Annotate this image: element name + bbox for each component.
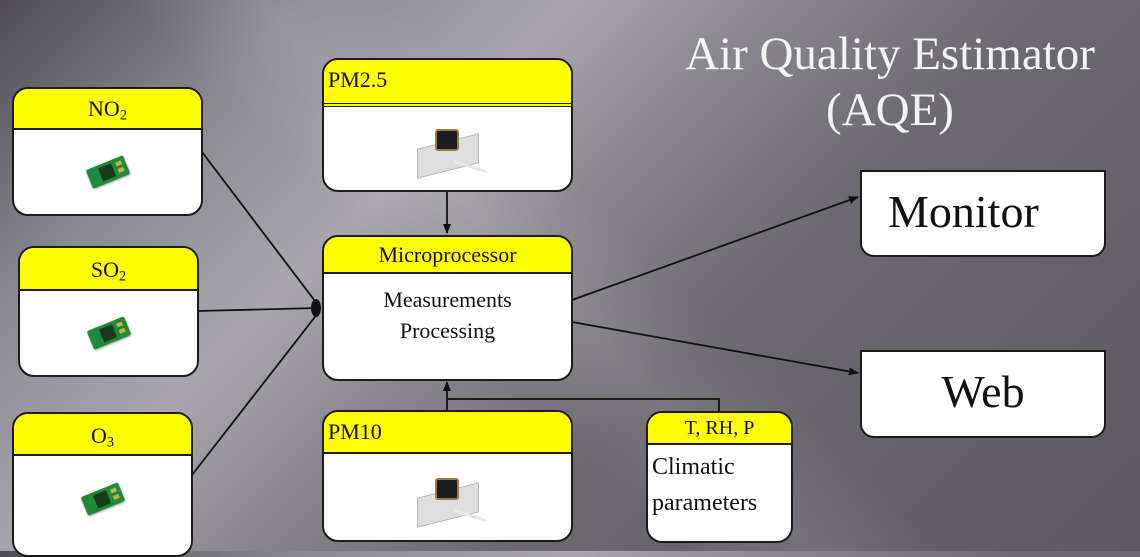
processor-line-2: Processing xyxy=(399,318,496,343)
particulate-sensor-icon xyxy=(413,476,487,528)
gas-sensor-board-icon xyxy=(80,482,125,516)
pm25-sensor-body xyxy=(324,107,571,190)
so2-sensor-header: SO2 xyxy=(20,248,197,291)
monitor-label: Monitor xyxy=(888,186,1039,237)
diagram-title: Air Quality Estimator (AQE) xyxy=(660,26,1120,138)
o3-label-subscript: 3 xyxy=(106,434,115,451)
so2-label-subscript: 2 xyxy=(118,268,127,285)
connector-processor-web xyxy=(571,321,859,376)
title-line-2: (AQE) xyxy=(826,84,954,136)
processor-line-1: Measurements xyxy=(383,287,512,312)
climatic-sensor-body: Climatic parameters xyxy=(648,445,791,541)
pm10-sensor-body xyxy=(324,454,571,540)
connector-so2-processor xyxy=(197,307,319,312)
web-output-box: Web xyxy=(860,350,1106,438)
o3-label: O xyxy=(90,423,107,448)
pm10-label: PM10 xyxy=(328,419,382,444)
climatic-description-line-1: Climatic xyxy=(652,454,735,480)
connector-o3-processor xyxy=(191,312,319,476)
merge-arrowhead xyxy=(311,299,321,317)
pm10-sensor-header: PM10 xyxy=(324,412,571,454)
gas-sensor-board-icon xyxy=(86,316,131,350)
connector-processor-monitor xyxy=(571,196,859,301)
connector-no2-processor xyxy=(201,151,319,306)
pm10-sensor-box: PM10 xyxy=(322,410,573,542)
o3-sensor-header: O3 xyxy=(14,414,191,456)
o3-sensor-box: O3 xyxy=(12,412,193,557)
o3-sensor-body xyxy=(14,456,191,542)
so2-sensor-box: SO2 xyxy=(18,246,199,377)
no2-sensor-header: NO2 xyxy=(14,89,201,130)
no2-label: NO xyxy=(88,96,120,121)
so2-sensor-body xyxy=(20,291,197,375)
climatic-label: T, RH, P xyxy=(684,417,755,439)
particulate-sensor-icon xyxy=(413,127,487,179)
climatic-sensor-header: T, RH, P xyxy=(648,413,791,445)
pm25-label: PM2.5 xyxy=(328,67,388,92)
web-label: Web xyxy=(941,366,1025,417)
microprocessor-body: Measurements Processing xyxy=(324,274,571,379)
so2-label: SO xyxy=(90,257,119,282)
gas-sensor-board-icon xyxy=(85,155,130,189)
no2-sensor-body xyxy=(14,130,201,214)
no2-label-subscript: 2 xyxy=(119,107,127,124)
title-line-1: Air Quality Estimator xyxy=(685,28,1095,80)
climatic-description-line-2: parameters xyxy=(652,490,758,516)
microprocessor-header: Microprocessor xyxy=(324,237,571,274)
pm25-sensor-header: PM2.5 xyxy=(324,60,571,107)
microprocessor-label: Microprocessor xyxy=(378,242,517,267)
no2-sensor-box: NO2 xyxy=(12,87,203,216)
climatic-sensor-box: T, RH, P Climatic parameters xyxy=(646,411,793,543)
pm25-sensor-box: PM2.5 xyxy=(322,58,573,192)
monitor-output-box: Monitor xyxy=(860,170,1106,257)
microprocessor-box: Microprocessor Measurements Processing xyxy=(322,235,573,381)
